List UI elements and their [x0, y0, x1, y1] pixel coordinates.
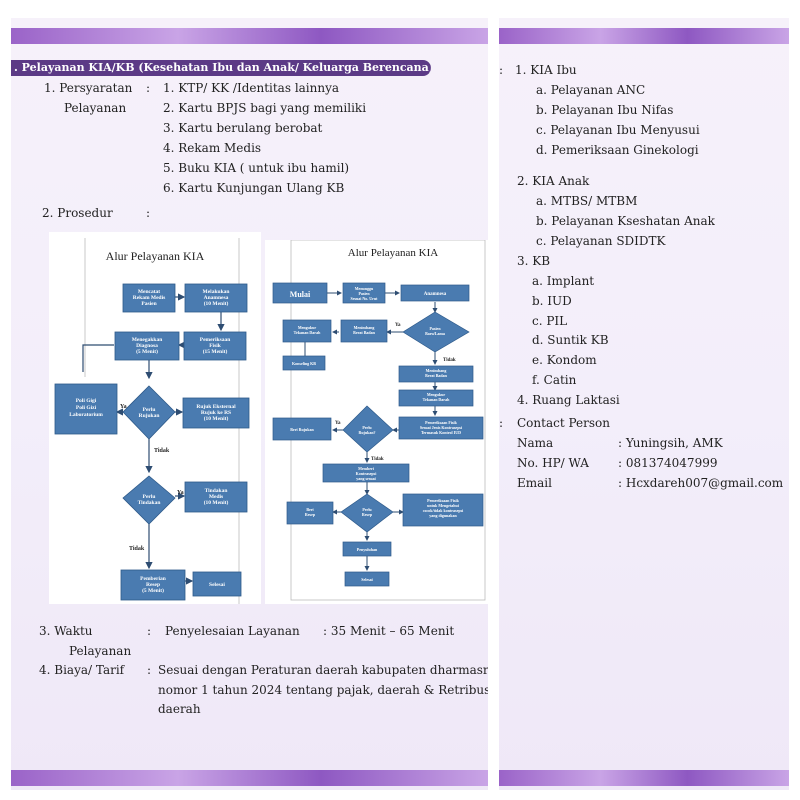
svg-text:Ya: Ya: [120, 404, 127, 410]
biaya-colon: :: [147, 663, 152, 677]
svg-text:Tidak: Tidak: [129, 546, 145, 552]
list-item: b. Pelayanan Kseshatan Anak: [536, 214, 715, 228]
biaya-line: daerah: [158, 702, 201, 716]
flowchart-1: Alur Pelayanan KIA: [49, 232, 261, 604]
svg-text:Tidak: Tidak: [443, 358, 456, 363]
svg-text:Beri Rujukan: Beri Rujukan: [290, 427, 314, 432]
list-item: b. Pelayanan Ibu Nifas: [536, 103, 674, 117]
persyaratan-label: 1. Persyaratan: [44, 81, 133, 95]
list-item: e. Kondom: [532, 353, 597, 367]
svg-text:Selesai: Selesai: [361, 577, 373, 582]
nama-label: Nama: [517, 436, 554, 450]
flowchart-2-title: Alur Pelayanan KIA: [348, 247, 438, 259]
flowchart-2: Alur Pelayanan KIA: [265, 240, 488, 604]
svg-text:Ya: Ya: [335, 421, 341, 426]
req-item: 5. Buku KIA ( untuk ibu hamil): [163, 161, 350, 175]
list-item: a. Implant: [532, 274, 595, 288]
req-item: 6. Kartu Kunjungan Ulang KB: [163, 181, 345, 195]
svg-text:Tidak: Tidak: [371, 457, 384, 462]
list-item: c. Pelayanan Ibu Menyusui: [536, 123, 700, 137]
kb-heading: 3. KB: [517, 254, 551, 268]
list-item: b. IUD: [532, 294, 572, 308]
services-colon: :: [499, 63, 504, 77]
list-item: d. Suntik KB: [532, 333, 609, 347]
req-item: 3. Kartu berulang berobat: [163, 121, 323, 135]
nama-value: : Yuningsih, AMK: [618, 436, 723, 450]
req-item: 1. KTP/ KK /Identitas lainnya: [163, 81, 340, 95]
bottom-band: [11, 770, 488, 786]
biaya-line: nomor 1 tahun 2024 tentang pajak, daerah…: [158, 683, 488, 697]
waktu-colon: :: [147, 624, 152, 638]
contact-title: Contact Person: [517, 416, 610, 430]
kia-anak-heading: 2. KIA Anak: [517, 174, 590, 188]
list-item: c. PIL: [532, 314, 568, 328]
hp-value: : 081374047999: [618, 456, 718, 470]
top-band: [499, 28, 789, 44]
list-item: d. Pemeriksaan Ginekologi: [536, 143, 699, 157]
biaya-line: Sesuai dengan Peraturan daerah kabupaten…: [158, 663, 488, 677]
prosedur-colon: :: [146, 206, 151, 220]
ruang-laktasi: 4. Ruang Laktasi: [517, 393, 620, 407]
flowchart-1-title: Alur Pelayanan KIA: [106, 249, 205, 263]
right-panel: : 1. KIA Ibu a. Pelayanan ANC b. Pelayan…: [499, 18, 789, 790]
svg-text:Ya: Ya: [177, 490, 184, 496]
svg-text:Konseling KB: Konseling KB: [292, 361, 316, 366]
contact-colon: :: [499, 416, 504, 430]
svg-text:Anamnesa: Anamnesa: [424, 292, 447, 297]
list-item: c. Pelayanan SDIDTK: [536, 234, 666, 248]
list-item: a. MTBS/ MTBM: [536, 194, 638, 208]
hp-label: No. HP/ WA: [517, 456, 589, 470]
svg-text:Selesai: Selesai: [209, 582, 225, 588]
waktu-label: 3. Waktu: [39, 624, 93, 638]
persyaratan-colon: :: [146, 81, 151, 95]
email-value[interactable]: : Hcxdareh007@gmail.com: [618, 476, 784, 490]
svg-text:Tidak: Tidak: [154, 448, 170, 454]
persyaratan-label-cont: Pelayanan: [64, 101, 127, 115]
req-item: 2. Kartu BPJS bagi yang memiliki: [163, 101, 367, 115]
top-band: [11, 28, 488, 44]
waktu-value: : 35 Menit – 65 Menit: [323, 624, 455, 638]
waktu-label-cont: Pelayanan: [69, 644, 132, 658]
prosedur-label: 2. Prosedur: [42, 206, 113, 220]
section-title: . Pelayanan KIA/KB (Kesehatan Ibu dan An…: [11, 60, 431, 76]
list-item: f. Catin: [532, 373, 577, 387]
left-panel: . Pelayanan KIA/KB (Kesehatan Ibu dan An…: [11, 18, 488, 790]
waktu-sub-label: Penyelesaian Layanan: [165, 624, 300, 638]
list-item: a. Pelayanan ANC: [536, 83, 646, 97]
email-label: Email: [517, 476, 552, 490]
kia-ibu-heading: 1. KIA Ibu: [515, 63, 577, 77]
svg-text:Mulai: Mulai: [290, 290, 311, 299]
biaya-label: 4. Biaya/ Tarif: [39, 663, 125, 677]
svg-text:Penyuluhan: Penyuluhan: [357, 547, 378, 552]
bottom-band: [499, 770, 789, 786]
req-item: 4. Rekam Medis: [163, 141, 262, 155]
svg-text:Ya: Ya: [395, 323, 401, 328]
